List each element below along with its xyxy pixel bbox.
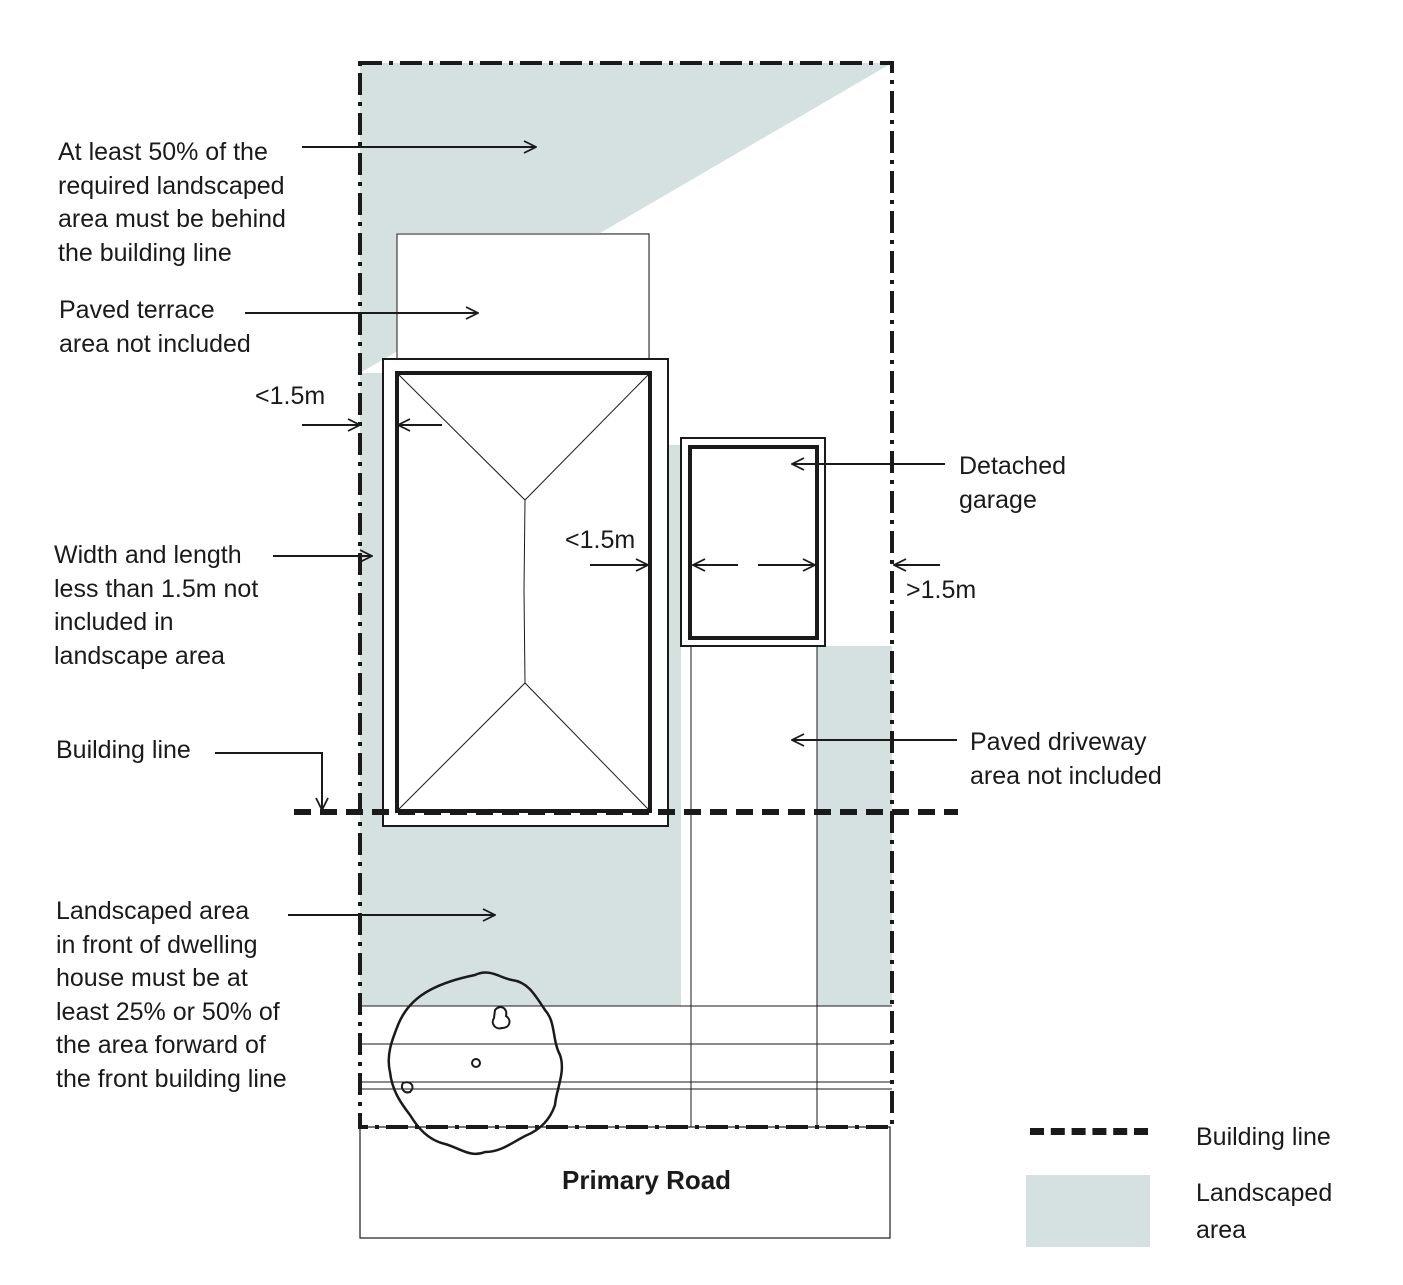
legend-building-line-swatch <box>1030 1128 1148 1135</box>
arrow-icon <box>215 147 957 915</box>
label-terrace: Paved terrace area not included <box>59 296 251 358</box>
house-mask <box>383 359 668 826</box>
legend-building-line-label: Building line <box>1196 1123 1331 1151</box>
label-setback-right: >1.5m <box>906 576 977 604</box>
dwelling-house <box>382 358 669 827</box>
terrace-paving <box>396 233 650 374</box>
label-driveway: Paved driveway area not included <box>970 728 1162 790</box>
detached-garage <box>680 437 826 647</box>
lot-boundary <box>358 61 894 1129</box>
tree-icon <box>387 971 564 1156</box>
driveway-edges <box>690 646 818 1127</box>
driveway-upper-mask <box>681 646 817 812</box>
label-setback-left: <1.5m <box>255 382 326 410</box>
arrow-building-line <box>215 752 322 810</box>
legend-landscaped-label: Landscaped area <box>1196 1179 1333 1244</box>
label-building-line: Building line <box>56 736 191 764</box>
label-narrow-strip: Width and length less than 1.5m not incl… <box>54 541 259 670</box>
legend-landscaped-swatch <box>1026 1175 1150 1247</box>
label-setback-mid: <1.5m <box>565 526 636 554</box>
road-label: Primary Road <box>562 1165 732 1195</box>
label-garage: Detached garage <box>959 452 1067 514</box>
garage-mask <box>681 438 825 647</box>
front-strip-whiten <box>360 1006 892 1127</box>
label-landscape-behind: At least 50% of the required landscaped … <box>58 138 286 267</box>
verge-lines <box>360 1005 892 1090</box>
label-front-area: Landscaped area in front of dwelling hou… <box>56 897 287 1093</box>
